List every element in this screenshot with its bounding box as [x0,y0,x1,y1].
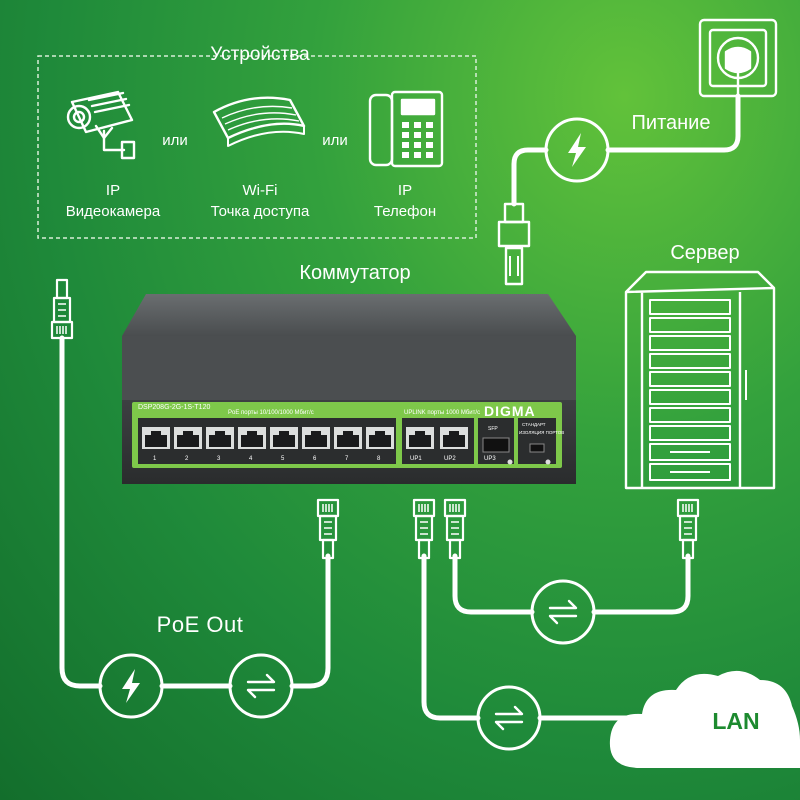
rj45-plug-icon [412,498,436,560]
server-exchange-arrows-icon [530,579,596,645]
port-number: 3 [217,456,221,462]
ip-phone-label: IP Телефон [350,180,460,222]
port-number: 5 [281,456,285,462]
uplink-port-number: UP2 [444,456,456,462]
server-label: Сервер [670,242,740,264]
poe-lightning-icon [98,653,164,719]
rj45-plug-icon [316,498,340,560]
poe-port [302,427,330,449]
port-number: 7 [345,456,349,462]
port-number: 8 [377,456,381,462]
uplink-port [406,427,434,449]
devices-title: Устройства [210,44,310,65]
rj45-plug-icon [443,498,467,560]
switch-model-label: DSP208G-2G-1S-T120 [138,404,211,411]
power-socket-icon [698,18,778,98]
ip-camera-label-line1: IP [105,182,121,199]
uplink-ports-caption: UPLINK порты 1000 Мбит/с [404,410,481,416]
wifi-ap-label: Wi-Fi Точка доступа [190,180,330,222]
uplink-port-number: UP1 [410,456,422,462]
power-cable [511,93,741,207]
uplink-port-number: UP3 [484,456,496,462]
ip-phone-icon [368,90,444,168]
or-label: или [322,132,348,149]
port-number: 6 [313,456,317,462]
power-lightning-icon [544,117,610,183]
port-number: 4 [249,456,253,462]
poe-port [334,427,362,449]
poe-port [142,427,170,449]
ip-phone-label-line1: IP [397,182,413,199]
port-number: 1 [153,456,157,462]
security-camera-icon [66,90,136,160]
poe-port [366,427,394,449]
lan-label: LAN [712,708,760,734]
mode-switch [529,443,545,453]
rj45-plug-icon [50,278,74,340]
switch-label: Коммутатор [299,262,411,284]
or-label: или [162,132,188,149]
sfp-label: SFP [488,426,498,432]
wifi-access-point-icon [212,96,306,147]
poe-port [270,427,298,449]
network-switch [122,294,576,484]
power-connector-icon [497,202,531,286]
poe-out-cable [59,335,331,689]
ip-phone-label-line2: Телефон [373,203,437,220]
mode-label-isolation: ИЗОЛЯЦИЯ ПОРТОВ [519,430,565,435]
devices-group-box [37,55,477,239]
poe-port [238,427,266,449]
mode-label-standard: СТАНДАРТ [522,422,546,427]
power-label: Питание [631,112,711,134]
port-number: 2 [185,456,189,462]
lan-exchange-arrows-icon [476,685,542,751]
sfp-port [482,437,510,453]
uplink-port-row [406,427,551,465]
server-rack-icon [624,270,776,490]
poe-ports-caption: PoE порты 10/100/1000 Мбит/с [228,410,314,416]
lan-uplink-cable [421,553,639,721]
poe-port [174,427,202,449]
ip-camera-label: IP Видеокамера [48,180,178,222]
cloud-icon [609,670,800,768]
poe-port [206,427,234,449]
brand-logo: DIGMA [484,403,536,419]
poe-out-label: PoE Out [156,612,244,637]
poe-exchange-arrows-icon [228,653,294,719]
wifi-ap-label-line1: Wi-Fi [242,182,278,199]
wifi-ap-label-line2: Точка доступа [210,203,310,220]
ip-camera-label-line2: Видеокамера [65,203,161,220]
rj45-plug-icon [676,498,700,560]
uplink-port [440,427,468,449]
server-uplink-cable [452,553,691,615]
